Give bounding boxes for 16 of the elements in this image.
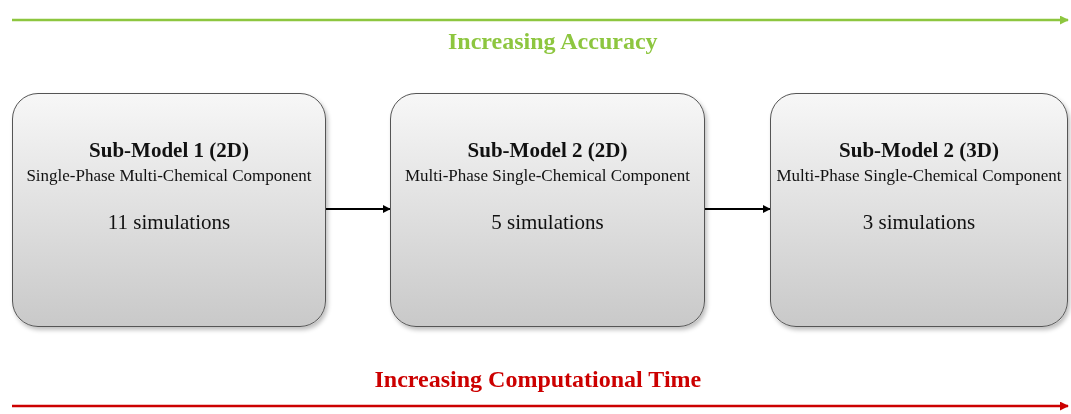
box-title: Sub-Model 2 (2D): [467, 138, 628, 162]
box-description: Single-Phase Multi-Chemical Component: [26, 165, 312, 187]
simulation-count: 3 simulations: [862, 210, 976, 234]
box-title: Sub-Model 1 (2D): [89, 138, 249, 162]
box-description: Multi-Phase Single-Chemical Component: [776, 165, 1062, 187]
process-box: [390, 93, 705, 327]
box-title: Sub-Model 2 (3D): [839, 138, 999, 162]
arrow: [704, 205, 771, 213]
box-description: Multi-Phase Single-Chemical Component: [404, 165, 691, 187]
simulation-count: 5 simulations: [491, 210, 604, 234]
arrow: [325, 205, 391, 213]
process-box: [12, 93, 326, 327]
simulation-count: 11 simulations: [107, 210, 231, 234]
axis-label: Increasing Computational Time: [374, 366, 702, 393]
axis-label: Increasing Accuracy: [448, 28, 658, 55]
process-box: [770, 93, 1068, 327]
